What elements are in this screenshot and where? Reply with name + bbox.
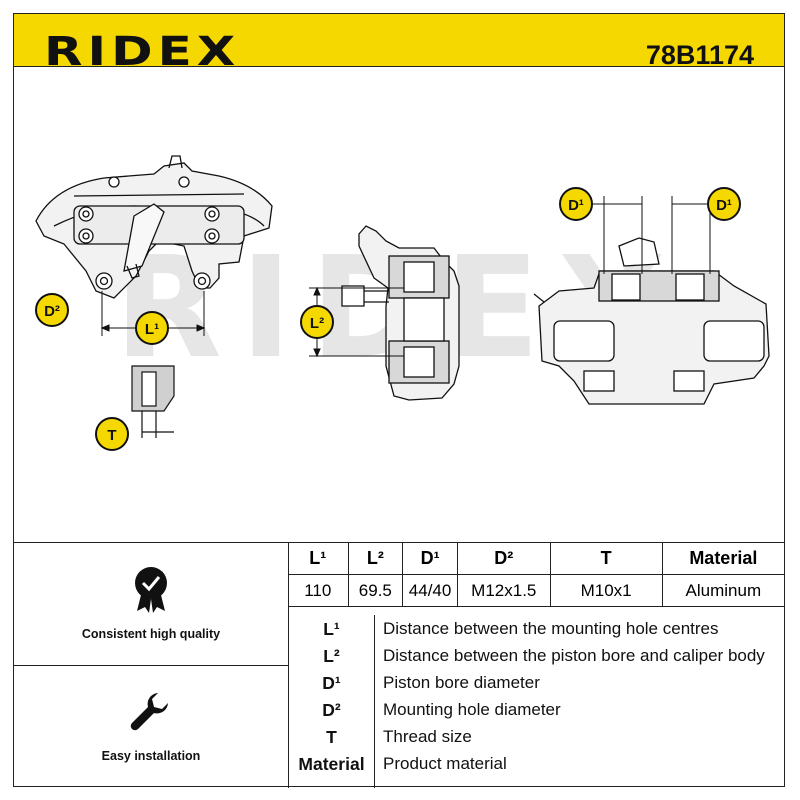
- caliper-top-view: [533, 237, 770, 405]
- header-bar: RIDEX 78B1174: [14, 14, 784, 72]
- label-d1-right: D¹: [707, 187, 741, 221]
- svg-text:T: T: [107, 427, 116, 444]
- legend-description: Distance between the piston bore and cal…: [383, 646, 765, 665]
- legend-symbol: D¹: [322, 673, 341, 693]
- legend-row: D² Mounting hole diameter: [289, 700, 785, 726]
- spec-value: M12x1.5: [456, 574, 551, 607]
- feature-divider: [14, 665, 288, 666]
- spec-header: D²: [456, 543, 551, 575]
- spec-header: Material: [661, 543, 784, 575]
- spec-section: Consistent high quality Easy installatio…: [14, 542, 784, 788]
- legend-description: Distance between the mounting hole centr…: [383, 619, 719, 638]
- legend-description: Product material: [383, 754, 507, 773]
- label-l1: L¹: [135, 311, 169, 345]
- legend-row: D¹ Piston bore diameter: [289, 673, 785, 699]
- spec-value-row: 110 69.5 44/40 M12x1.5 M10x1 Aluminum: [288, 574, 784, 607]
- svg-text:L²: L²: [310, 315, 324, 332]
- legend-description: Piston bore diameter: [383, 673, 540, 692]
- spec-value: 69.5: [347, 574, 404, 607]
- spec-value: M10x1: [549, 574, 663, 607]
- part-number: 78B1174: [645, 40, 754, 70]
- legend-symbol: T: [326, 727, 337, 747]
- technical-drawing: RIDEX: [14, 66, 784, 542]
- legend-row: Material Product material: [289, 754, 785, 780]
- spec-header-row: L¹ L² D¹ D² T Material: [288, 543, 784, 575]
- quality-badge-icon: [135, 567, 167, 613]
- label-l2: L²: [300, 305, 334, 339]
- spec-header: T: [549, 543, 663, 575]
- label-t: T: [95, 417, 129, 451]
- legend-symbol: L²: [323, 646, 340, 666]
- legend-divider: [374, 615, 375, 788]
- svg-text:D²: D²: [44, 303, 60, 320]
- label-d2: D²: [35, 293, 69, 327]
- spec-header: L²: [347, 543, 404, 575]
- svg-text:D¹: D¹: [568, 197, 584, 214]
- legend: L¹ Distance between the mounting hole ce…: [288, 615, 785, 788]
- spec-value: 110: [288, 574, 349, 607]
- feature-installation: [14, 689, 288, 740]
- legend-row: T Thread size: [289, 727, 785, 753]
- spec-header: L¹: [288, 543, 349, 575]
- thread-section: [131, 365, 175, 438]
- svg-text:L¹: L¹: [145, 321, 159, 338]
- caliper-front-view: [35, 155, 273, 299]
- spec-header: D¹: [402, 543, 458, 575]
- legend-description: Thread size: [383, 727, 472, 746]
- feature-quality-label: Consistent high quality: [81, 627, 221, 641]
- caliper-section-view: [341, 225, 460, 401]
- drawing-svg: RIDEX: [35, 155, 770, 451]
- feature-quality: [14, 565, 288, 620]
- legend-row: L¹ Distance between the mounting hole ce…: [289, 619, 785, 645]
- spec-value: 44/40: [402, 574, 458, 607]
- legend-symbol: D²: [322, 700, 341, 720]
- brand-logo: RIDEX: [44, 29, 241, 75]
- spec-value: Aluminum: [661, 574, 784, 607]
- wrench-icon: [130, 693, 168, 731]
- feature-installation-label: Easy installation: [101, 749, 201, 763]
- legend-row: L² Distance between the piston bore and …: [289, 646, 785, 672]
- legend-description: Mounting hole diameter: [383, 700, 561, 719]
- page-frame: [13, 13, 785, 787]
- svg-text:D¹: D¹: [716, 197, 732, 214]
- legend-symbol: Material: [298, 754, 365, 774]
- label-d1-left: D¹: [559, 187, 593, 221]
- spec-table: L¹ L² D¹ D² T Material 110 69.5 44/40 M1…: [288, 543, 784, 607]
- legend-symbol: L¹: [323, 619, 340, 639]
